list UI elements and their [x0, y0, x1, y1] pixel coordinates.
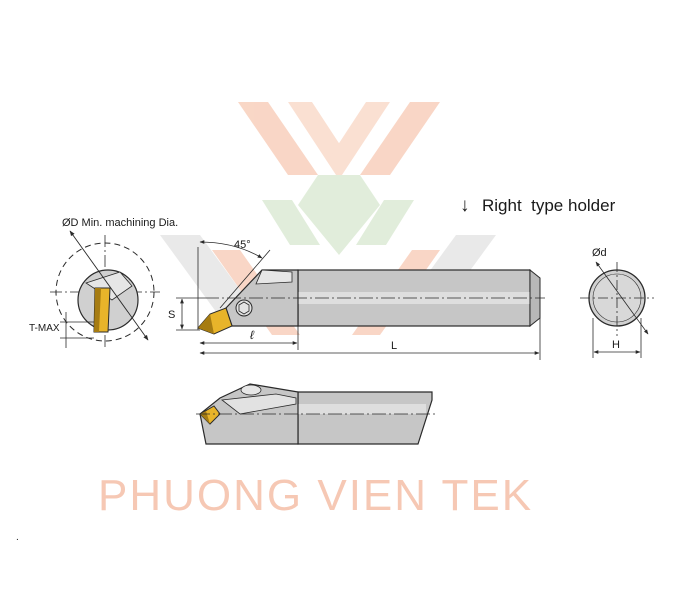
watermark-brand-text: PHUONG VIEN TEK: [98, 471, 533, 520]
logo-arm-green-right: [356, 200, 414, 245]
l-small-label: ℓ: [250, 328, 255, 342]
angle-arc: [199, 240, 263, 259]
section-view: [580, 261, 654, 358]
logo-chevron-orange-left: [238, 102, 318, 175]
l-label: L: [391, 340, 397, 352]
top-head-clamp: [255, 269, 293, 285]
holder-type-title: Right type holder: [482, 196, 616, 215]
side-clamp-screw: [240, 384, 262, 396]
side-clamp: [220, 393, 297, 415]
s-label: S: [168, 309, 175, 321]
top-insert: [197, 307, 233, 335]
logo-arm-green-left: [262, 200, 320, 245]
d-leader: [595, 261, 649, 335]
angle-label: 45°: [234, 239, 251, 251]
side-view: [196, 383, 436, 445]
clamp-screw-hex: [238, 301, 250, 315]
h-label: H: [612, 339, 620, 351]
footer-mark: .: [16, 532, 19, 543]
side-shank-highlight: [298, 404, 426, 414]
top-view: [176, 240, 545, 360]
logo-center-green: [298, 175, 380, 255]
side-shank: [297, 391, 433, 445]
angle-ext-line: [219, 249, 271, 309]
min-dia-leader: [69, 230, 149, 341]
down-arrow-icon: ↓: [460, 195, 470, 216]
min-dia-label: ØD Min. machining Dia.: [62, 217, 178, 229]
front-view: [50, 230, 160, 350]
logo-chevron-orange-right: [360, 102, 440, 175]
d-label: Ød: [592, 247, 607, 259]
t-max-label: T-MAX: [29, 323, 60, 334]
logo-chevron-orange-mid-right: [328, 102, 390, 178]
top-insert-shade: [198, 314, 214, 334]
